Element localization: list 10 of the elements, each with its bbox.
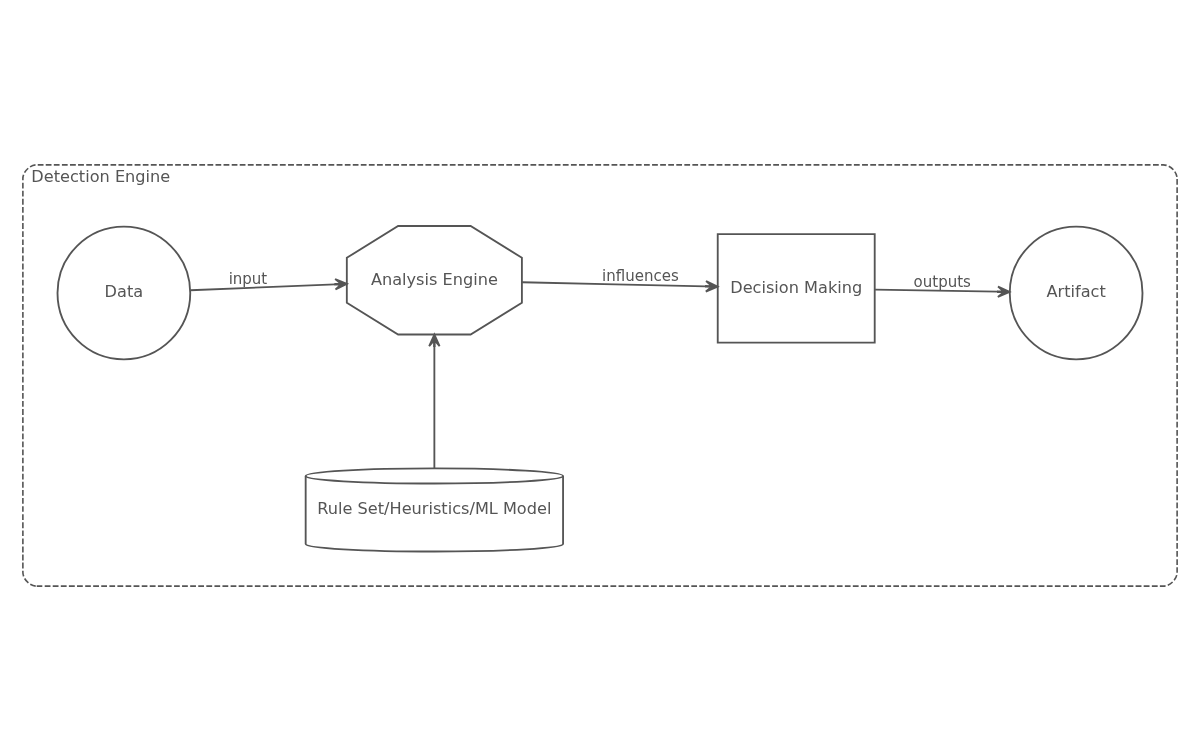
node-box: Decision Making [716,232,876,344]
node-circle: Artifact [1008,225,1144,360]
arrow [189,277,348,291]
arrow [874,285,1011,298]
edge-label: influences [602,266,679,285]
arrow [428,333,441,469]
edge-label: outputs [913,272,971,291]
arrow [521,279,719,292]
node-circle: Data [56,225,192,360]
edge-label: input [228,269,268,288]
